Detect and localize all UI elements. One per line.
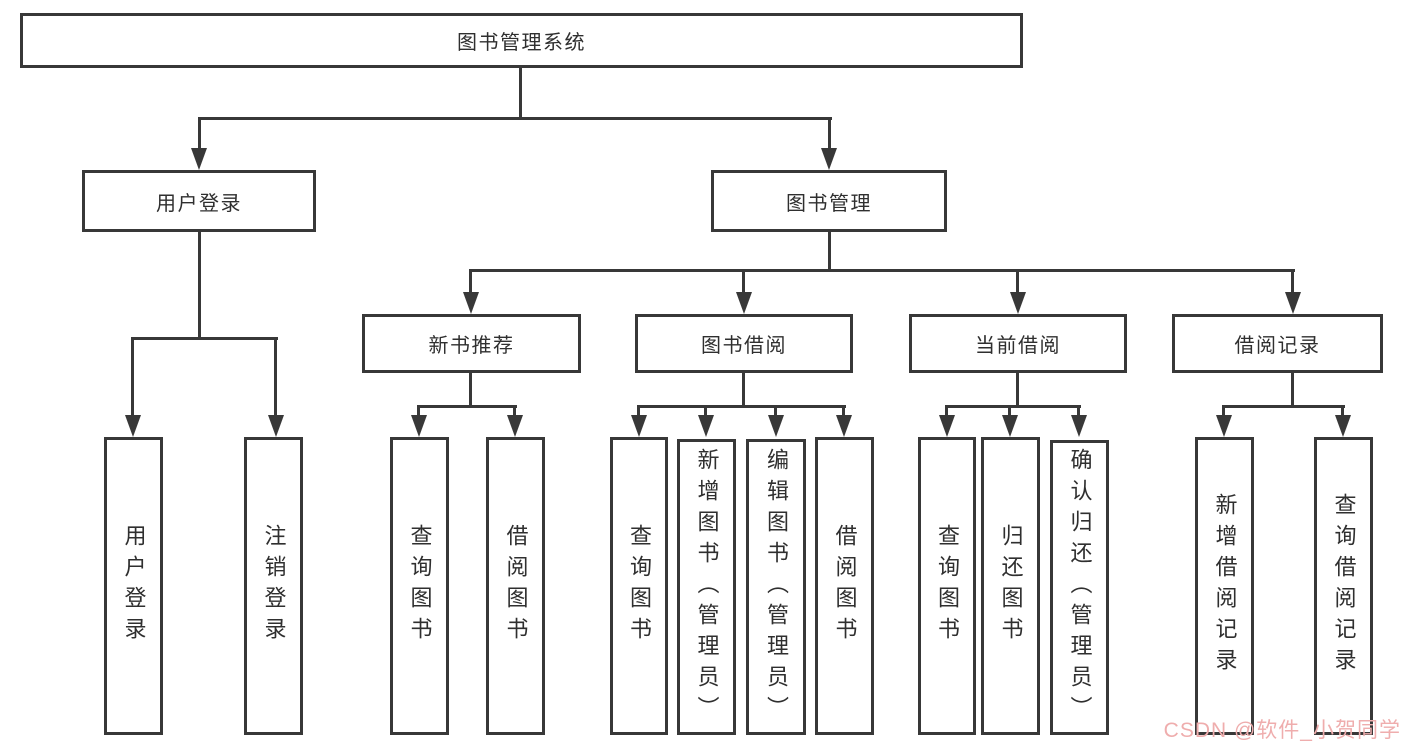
leaf-edit-books-admin: 编辑图书（管理员）	[746, 439, 806, 735]
box-user-login: 用户登录	[82, 170, 316, 232]
leaf-return-books: 归还图书	[981, 437, 1040, 735]
connector-line	[1008, 405, 1011, 419]
connector-line	[742, 371, 745, 408]
leaf-add-books-admin: 新增图书（管理员）	[677, 439, 736, 735]
connector-line	[469, 371, 472, 408]
leaf-add-books-admin-label: 新增图书（管理员）	[694, 447, 720, 727]
arrow-down-icon	[698, 415, 714, 437]
leaf-query-borrow-record: 查询借阅记录	[1314, 437, 1373, 735]
box-borrow-records: 借阅记录	[1172, 314, 1383, 373]
arrow-down-icon	[1216, 415, 1232, 437]
box-new-book-recommend: 新书推荐	[362, 314, 581, 373]
arrow-down-icon	[125, 415, 141, 437]
leaf-query-books-borrow-label: 查询图书	[627, 524, 652, 648]
connector-line	[774, 405, 777, 419]
arrow-down-icon	[821, 148, 837, 170]
leaf-user-login: 用户登录	[104, 437, 163, 735]
box-book-borrow-label: 图书借阅	[701, 335, 787, 357]
connector-line	[742, 269, 745, 297]
connector-line	[1291, 269, 1294, 297]
box-book-borrow: 图书借阅	[635, 314, 853, 373]
connector-line	[1077, 405, 1080, 419]
arrow-down-icon	[268, 415, 284, 437]
connector-line	[274, 337, 277, 419]
arrow-down-icon	[1002, 415, 1018, 437]
arrow-down-icon	[1071, 415, 1087, 437]
leaf-confirm-return-admin-label: 确认归还（管理员）	[1067, 448, 1093, 727]
connector-line	[198, 117, 832, 120]
connector-line	[417, 405, 420, 419]
box-user-login-label: 用户登录	[156, 192, 242, 215]
arrow-down-icon	[631, 415, 647, 437]
leaf-query-books-current-label: 查询图书	[935, 524, 960, 648]
connector-line	[198, 230, 201, 340]
leaf-query-books-current: 查询图书	[918, 437, 976, 735]
leaf-confirm-return-admin: 确认归还（管理员）	[1050, 440, 1109, 735]
arrow-down-icon	[1285, 292, 1301, 314]
connector-line	[513, 405, 516, 419]
connector-line	[828, 230, 831, 272]
box-root: 图书管理系统	[20, 13, 1023, 68]
leaf-edit-books-admin-label: 编辑图书（管理员）	[764, 447, 789, 727]
leaf-borrow-books-recommend: 借阅图书	[486, 437, 545, 735]
connector-line	[1222, 405, 1225, 419]
connector-line	[945, 405, 1081, 408]
leaf-logout-login-label: 注销登录	[261, 524, 287, 648]
box-book-management: 图书管理	[711, 170, 947, 232]
connector-line	[131, 337, 278, 340]
connector-line	[842, 405, 845, 419]
connector-line	[704, 405, 707, 419]
box-current-borrow-label: 当前借阅	[975, 335, 1061, 357]
arrow-down-icon	[1010, 292, 1026, 314]
box-book-management-label: 图书管理	[786, 192, 872, 215]
arrow-down-icon	[411, 415, 427, 437]
connector-line	[519, 66, 522, 120]
arrow-down-icon	[507, 415, 523, 437]
box-new-book-recommend-label: 新书推荐	[428, 335, 515, 357]
connector-line	[131, 337, 134, 419]
arrow-down-icon	[736, 292, 752, 314]
arrow-down-icon	[1335, 415, 1351, 437]
connector-line	[469, 269, 472, 297]
box-borrow-records-label: 借阅记录	[1234, 335, 1321, 357]
arrow-down-icon	[768, 415, 784, 437]
leaf-query-books-recommend-label: 查询图书	[407, 524, 433, 648]
leaf-logout-login: 注销登录	[244, 437, 303, 735]
leaf-return-books-label: 归还图书	[998, 524, 1024, 648]
connector-line	[637, 405, 846, 408]
arrow-down-icon	[939, 415, 955, 437]
connector-line	[1341, 405, 1344, 419]
leaf-query-books-borrow: 查询图书	[610, 437, 668, 735]
connector-line	[417, 405, 517, 408]
leaf-borrow-books-borrow-label: 借阅图书	[832, 524, 858, 648]
connector-line	[198, 117, 201, 155]
connector-line	[945, 405, 948, 419]
leaf-query-borrow-record-label: 查询借阅记录	[1331, 493, 1357, 679]
arrow-down-icon	[463, 292, 479, 314]
connector-line	[828, 117, 831, 155]
connector-line	[1016, 371, 1019, 408]
box-root-label: 图书管理系统	[457, 32, 586, 54]
connector-line	[1291, 371, 1294, 408]
csdn-watermark: CSDN @软件_小贺同学	[1163, 719, 1401, 742]
connector-line	[1222, 405, 1345, 408]
leaf-query-books-recommend: 查询图书	[390, 437, 449, 735]
leaf-borrow-books-recommend-label: 借阅图书	[503, 524, 529, 648]
connector-line	[1016, 269, 1019, 297]
box-current-borrow: 当前借阅	[909, 314, 1127, 373]
leaf-add-borrow-record-label: 新增借阅记录	[1212, 493, 1238, 679]
arrow-down-icon	[191, 148, 207, 170]
connector-line	[637, 405, 640, 419]
connector-line	[469, 269, 1295, 272]
arrow-down-icon	[836, 415, 852, 437]
leaf-borrow-books-borrow: 借阅图书	[815, 437, 874, 735]
leaf-user-login-label: 用户登录	[121, 524, 147, 648]
leaf-add-borrow-record: 新增借阅记录	[1195, 437, 1254, 735]
